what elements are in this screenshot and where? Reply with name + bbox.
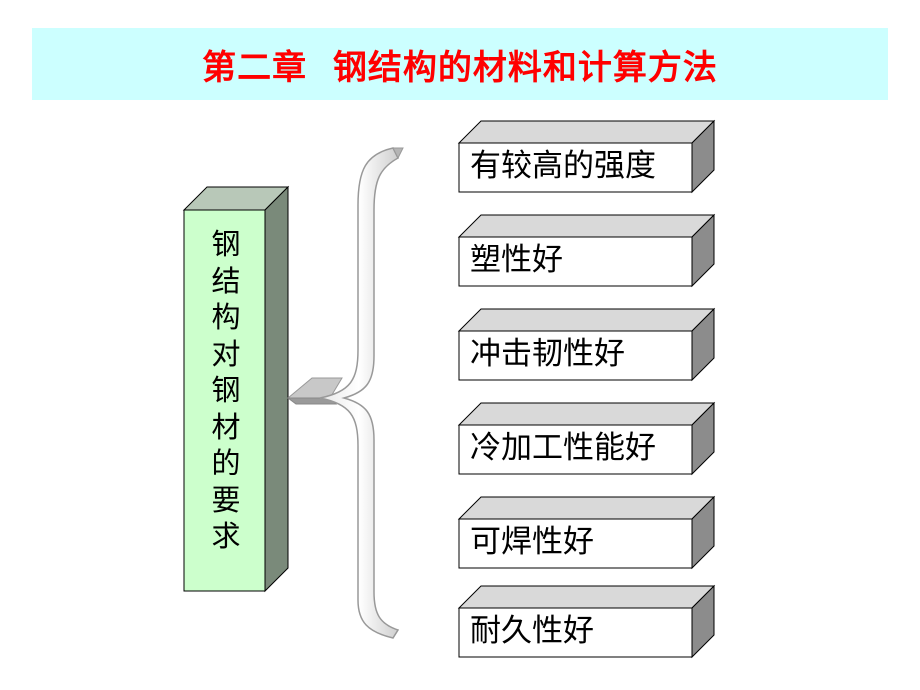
pillar-label-char: 的 (211, 446, 241, 480)
title-banner: 第二章 钢结构的材料和计算方法 (32, 28, 888, 100)
requirement-label-weldability: 可焊性好 (470, 524, 594, 560)
requirement-box-3 (457, 307, 716, 382)
pillar-label-char: 材 (211, 409, 241, 444)
pillar-label-char: 求 (211, 519, 241, 553)
pillar-side-face (264, 185, 289, 593)
requirement-box-2 (457, 213, 716, 288)
requirement-label-impact-toughness: 冲击韧性好 (470, 336, 625, 372)
requirement-label-durability: 耐久性好 (470, 613, 594, 649)
pillar-front-face (183, 209, 266, 592)
pillar-label: 钢 结 构 对 钢 材 的 要 求 (188, 226, 264, 555)
requirement-label-strength: 有较高的强度 (470, 148, 656, 184)
pillar-label-char: 构 (211, 300, 241, 334)
pillar-label-char: 钢 (211, 373, 241, 407)
requirement-box-5 (457, 495, 716, 570)
pillar-label-char: 要 (211, 482, 241, 517)
requirement-label-cold-working: 冷加工性能好 (470, 430, 656, 466)
requirement-pillar (182, 185, 290, 593)
requirement-box-1 (457, 119, 716, 194)
requirement-box-4 (457, 401, 716, 476)
pillar-label-char: 钢 (211, 227, 241, 261)
requirement-label-plasticity: 塑性好 (470, 242, 563, 278)
slide-title: 第二章 钢结构的材料和计算方法 (202, 47, 718, 88)
pillar-label-char: 对 (211, 336, 241, 371)
curly-brace (319, 147, 404, 639)
requirement-box-6 (457, 584, 716, 659)
pillar-label-char: 结 (211, 263, 241, 298)
